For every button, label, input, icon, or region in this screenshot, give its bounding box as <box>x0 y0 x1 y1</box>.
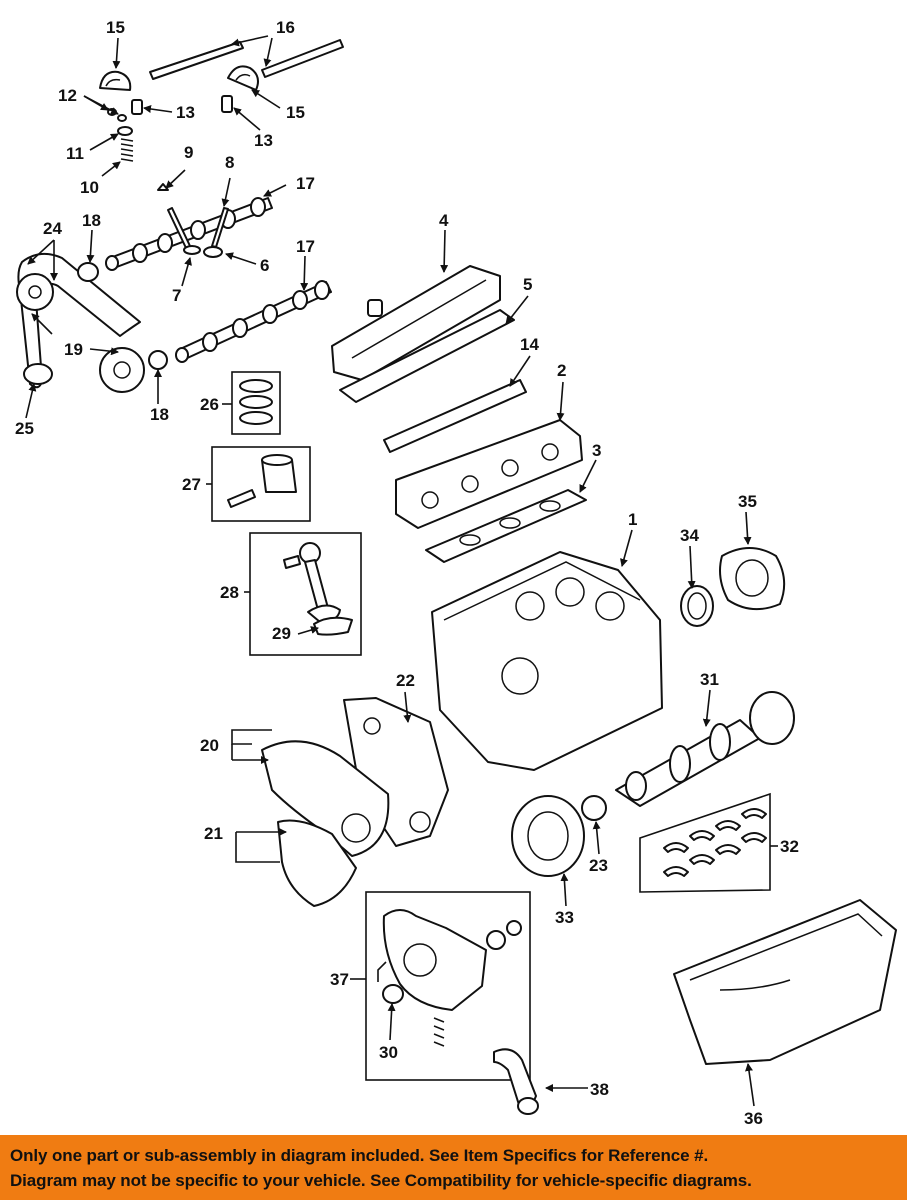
callout-22: 22 <box>396 671 415 690</box>
callout-15-right: 15 <box>286 103 305 122</box>
cam-follower-right <box>227 65 259 91</box>
piston-rings <box>239 379 273 425</box>
camshaft-seal-upper <box>77 262 99 282</box>
callout-26: 26 <box>200 395 219 414</box>
camshaft-sprocket-upper <box>16 273 54 311</box>
callout-32: 32 <box>780 837 799 856</box>
crankshaft-pulley <box>511 795 585 877</box>
callout-37: 37 <box>330 970 349 989</box>
exhaust-valve <box>203 207 229 258</box>
callout-4: 4 <box>439 211 449 230</box>
valve-cover-gasket <box>339 309 515 403</box>
callout-30: 30 <box>379 1043 398 1062</box>
callout-38: 38 <box>590 1080 609 1099</box>
hydraulic-lifter-right <box>221 95 233 113</box>
callout-19: 19 <box>64 340 83 359</box>
callout-8: 8 <box>225 153 234 172</box>
callout-29: 29 <box>272 624 291 643</box>
callout-34: 34 <box>680 526 699 545</box>
cam-follower-left <box>99 70 132 91</box>
callout-33: 33 <box>555 908 574 927</box>
callout-35: 35 <box>738 492 757 511</box>
camshaft-lower <box>175 280 332 363</box>
callout-20: 20 <box>200 736 219 755</box>
engine-block <box>431 551 663 771</box>
valve-spring <box>120 138 134 162</box>
rear-seal-retainer <box>719 547 786 611</box>
callout-2: 2 <box>557 361 566 380</box>
head-gasket <box>425 489 587 563</box>
upper-timing-cover <box>261 740 390 857</box>
oil-pump-box <box>365 891 531 1081</box>
callout-24: 24 <box>43 219 62 238</box>
connecting-rod-box <box>249 532 362 656</box>
hydraulic-lifter-left <box>131 99 143 115</box>
callout-11: 11 <box>66 144 84 163</box>
callout-23: 23 <box>589 856 608 875</box>
callout-9: 9 <box>184 143 193 162</box>
rocker-gasket-strips <box>149 39 344 80</box>
intake-manifold-gasket <box>383 379 527 453</box>
callout-21: 21 <box>204 824 223 843</box>
camshaft-seal-lower <box>148 350 168 370</box>
callout-36: 36 <box>744 1109 763 1128</box>
callout-15-top-left: 15 <box>106 18 125 37</box>
oil-pan <box>673 899 897 1065</box>
valve-spring-retainer <box>117 126 133 136</box>
crankshaft <box>615 691 795 807</box>
callout-labels: 15 16 12 13 15 13 11 9 8 10 17 24 18 4 1… <box>15 18 799 1128</box>
connecting-rod <box>283 542 341 623</box>
callout-27: 27 <box>182 475 201 494</box>
rear-main-seal <box>680 585 714 627</box>
disclaimer-line-2: Diagram may not be specific to your vehi… <box>10 1171 752 1190</box>
callout-28: 28 <box>220 583 239 602</box>
callout-14: 14 <box>520 335 539 354</box>
leader-lines <box>25 35 778 1107</box>
piston-and-pin <box>227 454 297 508</box>
piston-ring-box <box>231 371 281 435</box>
callout-18-upper: 18 <box>82 211 101 230</box>
callout-13-left: 13 <box>176 103 195 122</box>
callout-17-upper: 17 <box>296 174 315 193</box>
timing-tensioner <box>23 363 53 385</box>
callout-16: 16 <box>276 18 295 37</box>
disclaimer-line-1: Only one part or sub-assembly in diagram… <box>10 1146 709 1165</box>
crankshaft-sprocket <box>581 795 607 821</box>
callout-1: 1 <box>628 510 637 529</box>
oil-pickup-tube <box>493 1048 539 1115</box>
valve-cover <box>331 265 501 381</box>
callout-31: 31 <box>700 670 719 689</box>
callout-10: 10 <box>80 178 99 197</box>
engine-exploded-diagram: 15 16 12 13 15 13 11 9 8 10 17 24 18 4 1… <box>15 18 897 1128</box>
callout-13-right: 13 <box>254 131 273 150</box>
callout-25: 25 <box>15 419 34 438</box>
lower-timing-cover <box>277 819 357 907</box>
disclaimer-banner: Only one part or sub-assembly in diagram… <box>0 1135 907 1200</box>
callout-3: 3 <box>592 441 601 460</box>
callout-5: 5 <box>523 275 532 294</box>
oil-pump-seal <box>382 984 404 1004</box>
main-bearings <box>663 808 767 877</box>
callout-12: 12 <box>58 86 77 105</box>
intake-valve <box>167 207 201 255</box>
main-bearing-box <box>639 792 771 893</box>
camshaft-sprocket-lower <box>99 347 145 393</box>
callout-17-lower: 17 <box>296 237 315 256</box>
callout-6: 6 <box>260 256 269 275</box>
camshaft-upper <box>105 197 273 271</box>
callout-7: 7 <box>172 286 181 305</box>
oil-pump <box>382 909 522 1047</box>
callout-18-lower: 18 <box>150 405 169 424</box>
rod-bearing <box>313 616 353 636</box>
